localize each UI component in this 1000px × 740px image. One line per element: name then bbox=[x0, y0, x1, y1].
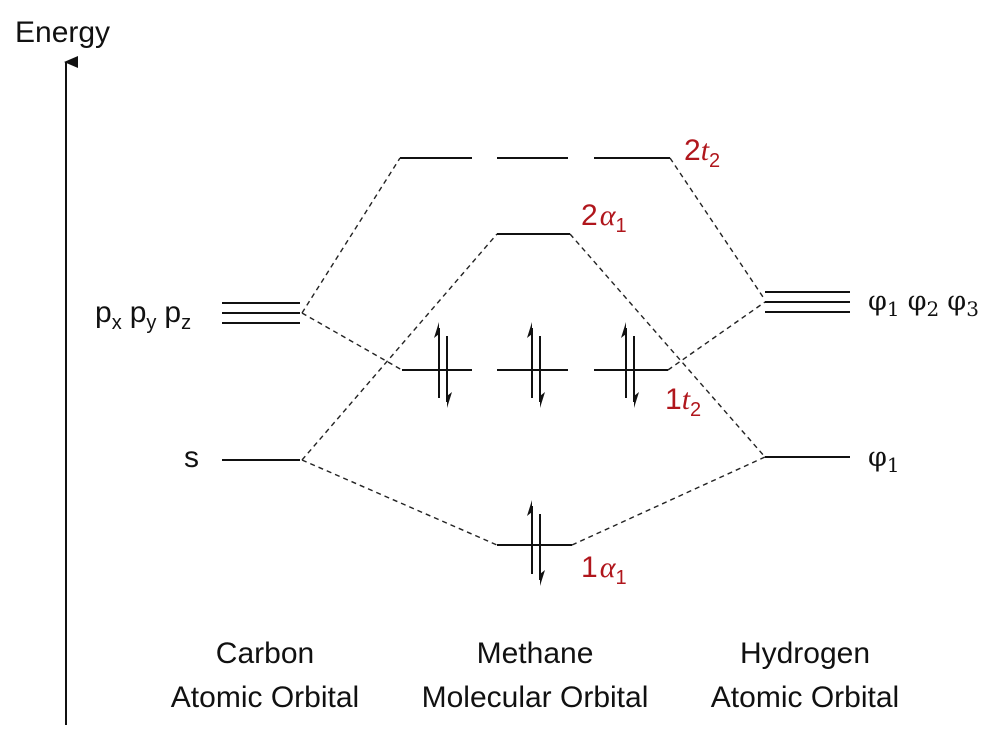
mo-2t2-label: 2t2 bbox=[684, 134, 720, 172]
carbon-caption-line1: Carbon bbox=[216, 637, 314, 670]
energy-axis-label: Energy bbox=[15, 16, 110, 49]
carbon-s-label: s bbox=[184, 441, 199, 474]
correlation-lines bbox=[301, 157, 766, 546]
hydrogen-phi1-label: φ1 bbox=[868, 442, 900, 477]
electron-pair-1t2-c bbox=[621, 322, 639, 408]
hydrogen-caption-line2: Atomic Orbital bbox=[711, 681, 899, 714]
hydrogen-phi-set-levels bbox=[765, 291, 850, 313]
carbon-p-levels bbox=[222, 302, 300, 324]
methane-caption-line2: Molecular Orbital bbox=[422, 681, 649, 714]
carbon-caption-line2: Atomic Orbital bbox=[171, 681, 359, 714]
mo-2a1-label: 2α1 bbox=[581, 199, 627, 237]
mo-1t2-label: 1t2 bbox=[665, 383, 701, 421]
electron-pair-1t2-a bbox=[434, 322, 452, 408]
electron-pair-1t2-b bbox=[527, 322, 545, 408]
hydrogen-caption-line1: Hydrogen bbox=[740, 637, 870, 670]
methane-caption-line1: Methane bbox=[477, 637, 594, 670]
electron-pair-1a1 bbox=[527, 500, 545, 586]
mo-1a1-label: 1α1 bbox=[581, 551, 627, 589]
